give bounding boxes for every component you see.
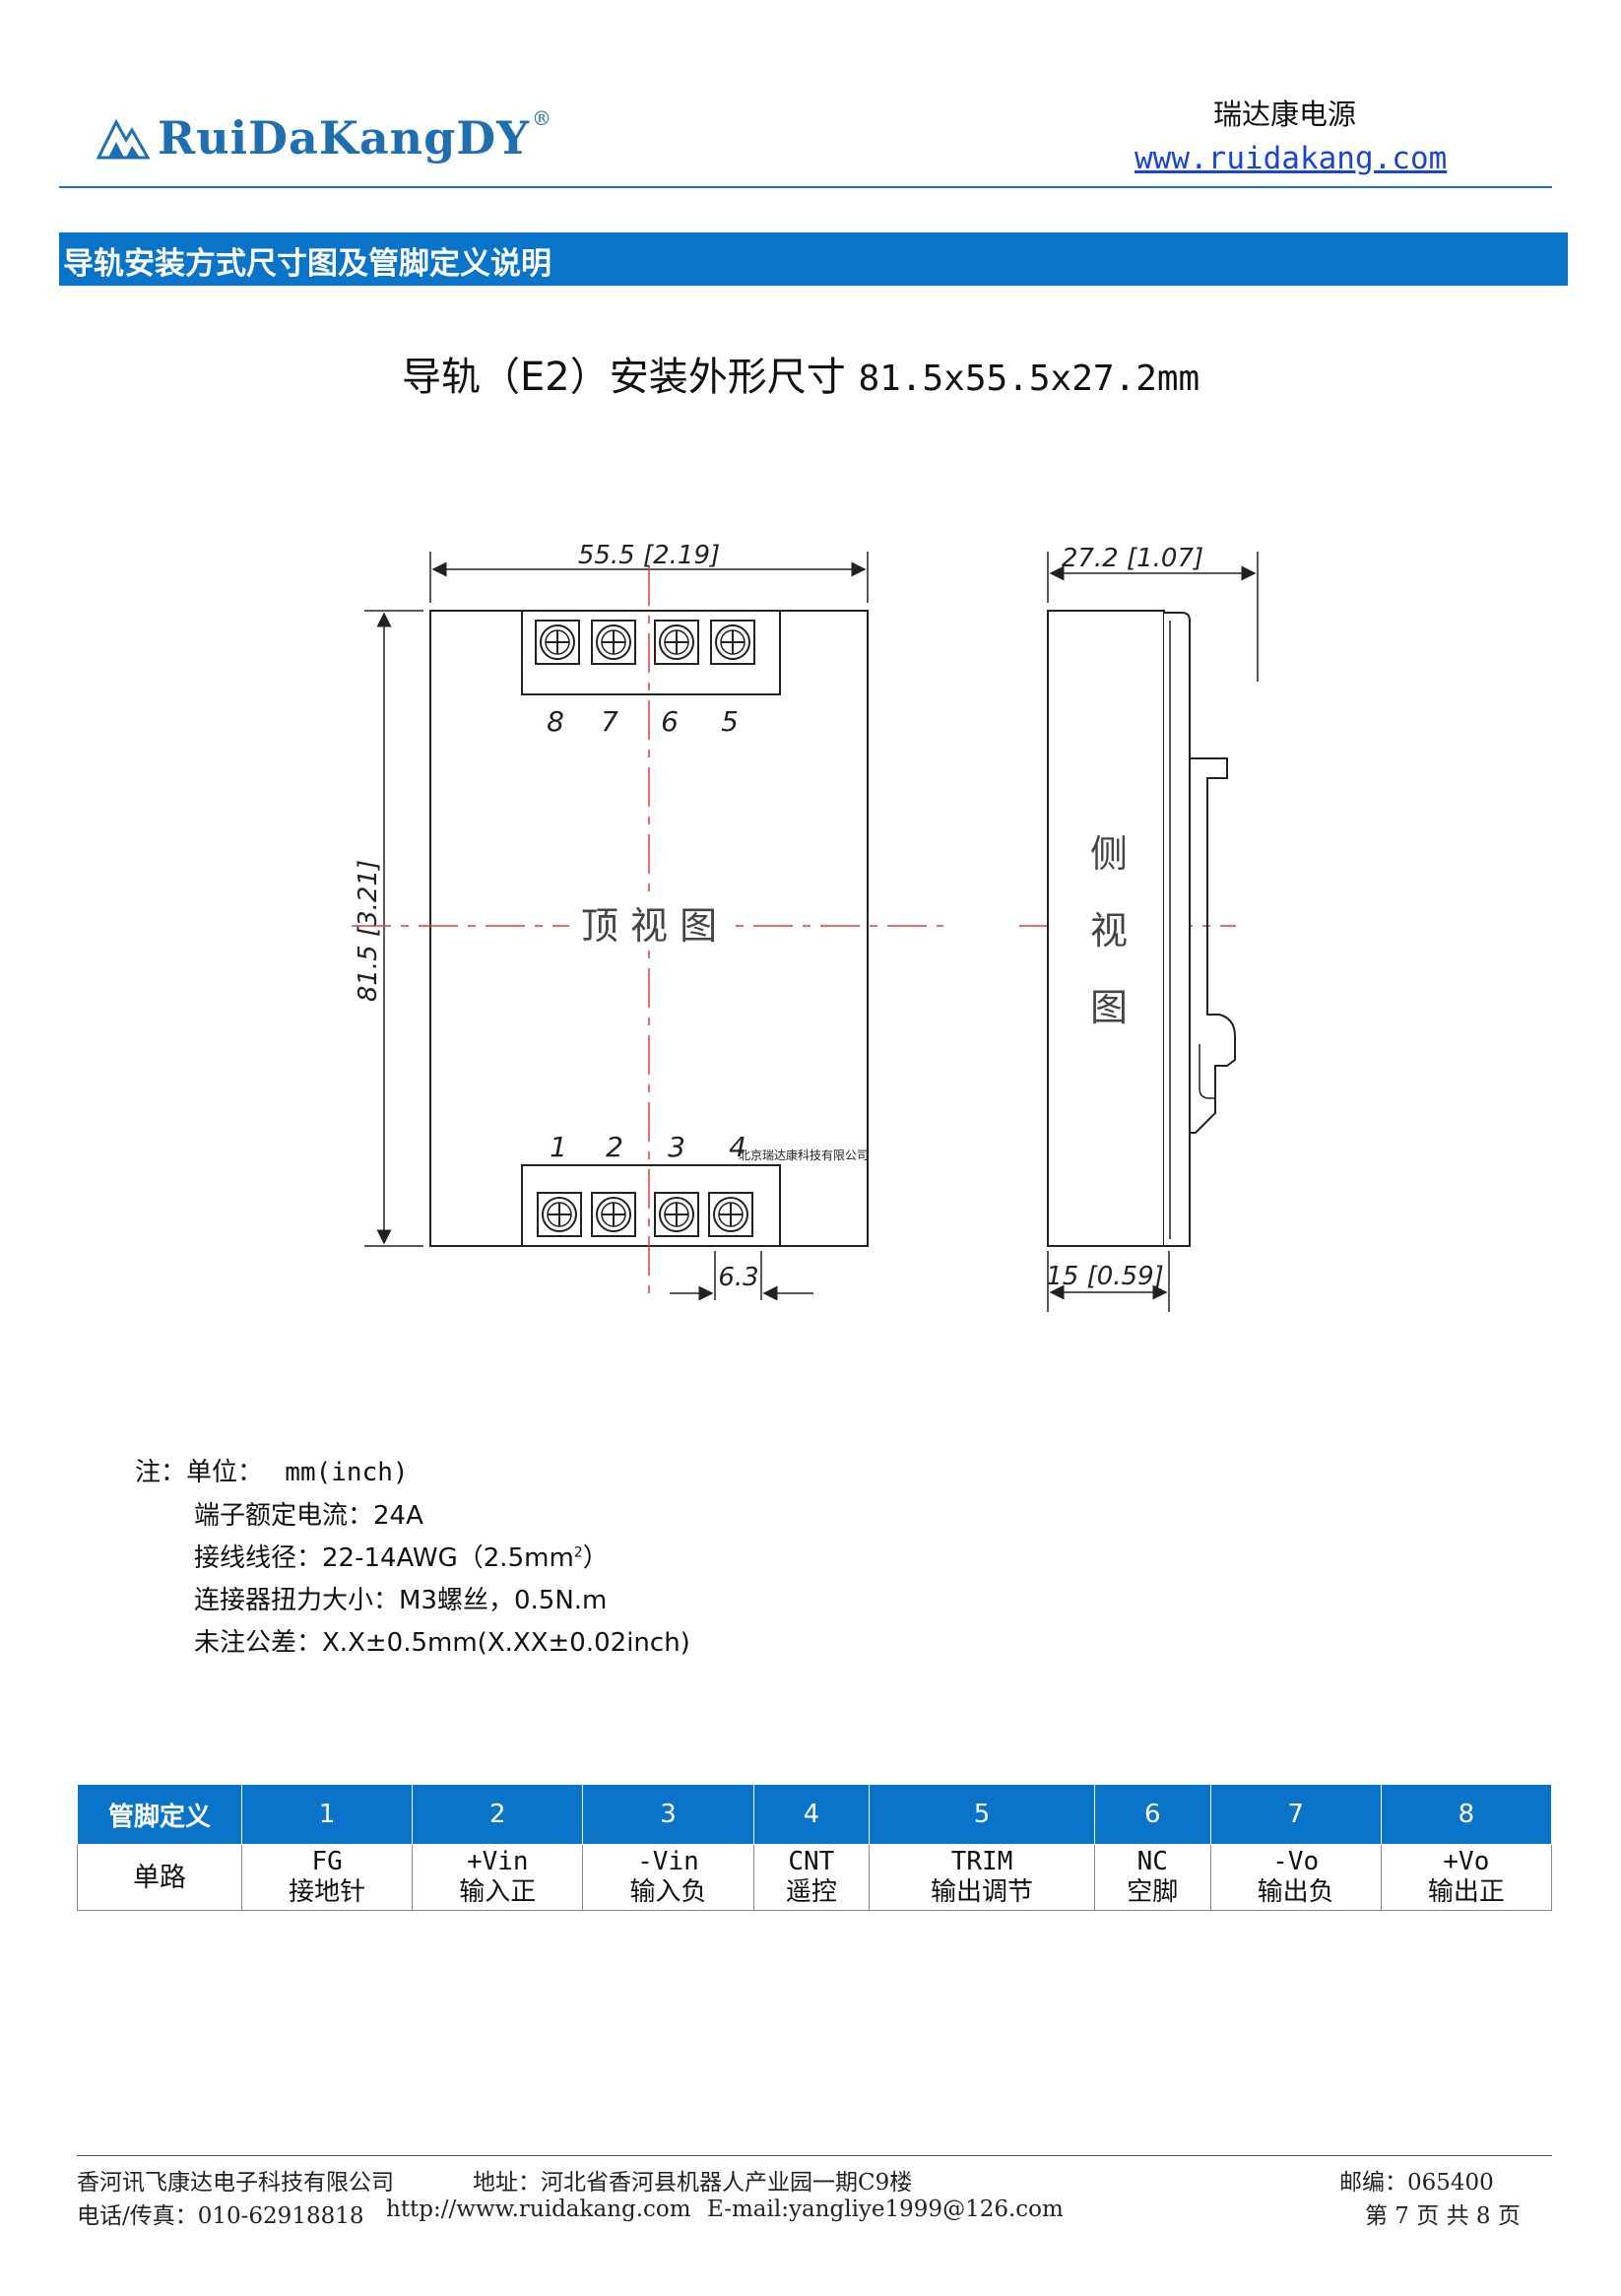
table-header-pin: 5 xyxy=(869,1784,1095,1845)
table-header-pin: 1 xyxy=(240,1784,414,1845)
terminal-screw-icon xyxy=(710,620,755,665)
terminal-screw-icon xyxy=(535,620,580,665)
dimension-drawing: 55.5 [2.19] 81.5 [3.21] 8 7 6 5 1 2 3 4 … xyxy=(352,541,1259,1312)
terminal-screw-icon xyxy=(591,1192,636,1237)
terminal-label: 8 xyxy=(547,705,564,738)
pin-signal: -Vo xyxy=(1272,1847,1320,1876)
note-wire: 接线线径：22-14AWG（2.5mm2） xyxy=(194,1538,609,1574)
note-unit-line: 注：单位： mm(inch) xyxy=(135,1452,409,1495)
footer-postcode: 邮编：065400 xyxy=(1339,2170,1494,2196)
table-header-label: 管脚定义 xyxy=(77,1784,242,1845)
logo-text: RuiDaKangDY xyxy=(158,111,530,164)
terminal-label: 7 xyxy=(601,705,618,738)
pin-signal: TRIM xyxy=(950,1847,1013,1876)
dim-width-label: 55.5 [2.19] xyxy=(578,541,720,570)
notes-label: 注： xyxy=(135,1458,187,1487)
pin-description: 接地针 xyxy=(289,1877,366,1907)
note-unit-label: 单位： xyxy=(186,1458,264,1487)
terminal-screw-icon xyxy=(654,620,699,665)
page-number: 第 7 页 共 8 页 xyxy=(1365,2203,1521,2229)
pin-description: 输入负 xyxy=(629,1877,707,1907)
section-title-bar xyxy=(59,232,1568,286)
terminal-label: 6 xyxy=(661,705,679,738)
dim-side-base-label: 15 [0.59] xyxy=(1046,1262,1164,1291)
note-wire-sup: 2 xyxy=(573,1544,583,1561)
website-link[interactable]: www.ruidakang.com xyxy=(1135,141,1448,176)
table-header-pin: 6 xyxy=(1093,1784,1211,1845)
table-row-label: 单路 xyxy=(77,1844,242,1911)
side-view-label: 侧 xyxy=(1090,832,1128,876)
table-header-row: 管脚定义 1 2 3 4 5 6 7 8 xyxy=(77,1784,1553,1845)
terminal-screw-icon xyxy=(591,620,636,665)
pin-signal: NC xyxy=(1136,1847,1168,1876)
drawing-title: 导轨（E2）安装外形尺寸 81.5x55.5x27.2mm xyxy=(402,345,1200,402)
pin-signal: FG xyxy=(311,1847,343,1876)
notes-block: 注：单位： mm(inch) xyxy=(135,1452,409,1495)
registered-mark: ® xyxy=(531,106,551,130)
terminal-label: 2 xyxy=(606,1131,623,1163)
table-header-pin: 8 xyxy=(1380,1784,1553,1845)
footer-phone: 电话/传真：010-62918818 xyxy=(77,2203,364,2229)
terminal-label: 1 xyxy=(550,1131,567,1163)
pin-signal: +Vo xyxy=(1443,1847,1490,1876)
side-view-label: 视 xyxy=(1090,909,1128,952)
dim-depth-label: 27.2 [1.07] xyxy=(1062,544,1203,573)
note-current: 端子额定电流：24A xyxy=(194,1501,423,1531)
footer-email[interactable]: E-mail:yangliye1999@126.com xyxy=(707,2197,1064,2222)
pin-description: 空脚 xyxy=(1127,1877,1179,1907)
table-header-pin: 3 xyxy=(582,1784,754,1845)
terminal-screw-icon xyxy=(708,1192,753,1237)
company-logo: RuiDaKangDY ® xyxy=(97,106,551,169)
pin-description: 输入正 xyxy=(459,1877,537,1907)
terminal-label: 5 xyxy=(721,705,739,738)
note-wire-close: ） xyxy=(582,1543,609,1573)
note-tolerance: 未注公差：X.X±0.5mm(X.XX±0.02inch) xyxy=(194,1628,690,1658)
terminal-screw-icon xyxy=(654,1192,699,1237)
terminal-screw-icon xyxy=(537,1192,582,1237)
header-divider xyxy=(59,186,1552,188)
note-torque: 连接器扭力大小：M3螺丝，0.5N.m xyxy=(194,1586,608,1615)
section-title: 导轨安装方式尺寸图及管脚定义说明 xyxy=(63,246,551,282)
footer-site-link[interactable]: http://www.ruidakang.com xyxy=(386,2197,691,2222)
dim-height-label: 81.5 [3.21] xyxy=(354,860,383,1002)
pin-signal: +Vin xyxy=(466,1847,529,1876)
company-name-cn: 瑞达康电源 xyxy=(1213,98,1357,131)
watermark-text: 北京瑞达康科技有限公司 xyxy=(739,1148,869,1162)
drawing-title-cn: 导轨（E2）安装外形尺寸 xyxy=(402,355,846,400)
note-unit-value: mm(inch) xyxy=(285,1458,409,1487)
table-header-pin: 7 xyxy=(1209,1784,1382,1845)
drawing-title-dims: 81.5x55.5x27.2mm xyxy=(858,359,1200,399)
footer-address: 地址：河北省香河县机器人产业园一期C9楼 xyxy=(473,2170,913,2196)
footer-divider xyxy=(77,2155,1552,2156)
pin-description: 输出调节 xyxy=(931,1877,1034,1907)
pin-description: 输出负 xyxy=(1257,1877,1334,1907)
table-header-pin: 4 xyxy=(752,1784,871,1845)
footer-company: 香河讯飞康达电子科技有限公司 xyxy=(77,2170,394,2196)
pin-signal: CNT xyxy=(788,1847,835,1876)
terminal-label: 4 xyxy=(729,1131,746,1163)
terminal-label: 3 xyxy=(668,1131,685,1163)
pin-signal: -Vin xyxy=(637,1847,699,1876)
pin-description: 输出正 xyxy=(1427,1877,1505,1907)
top-view-label: 顶 视 图 xyxy=(581,904,717,948)
dim-pitch-label: 6.3 xyxy=(718,1263,758,1292)
mountain-logo-icon xyxy=(97,118,150,160)
note-wire-text: 接线线径：22-14AWG（2.5mm xyxy=(194,1543,574,1573)
side-view-label: 图 xyxy=(1090,986,1128,1029)
pin-description: 遥控 xyxy=(785,1877,837,1907)
table-header-pin: 2 xyxy=(412,1784,584,1845)
